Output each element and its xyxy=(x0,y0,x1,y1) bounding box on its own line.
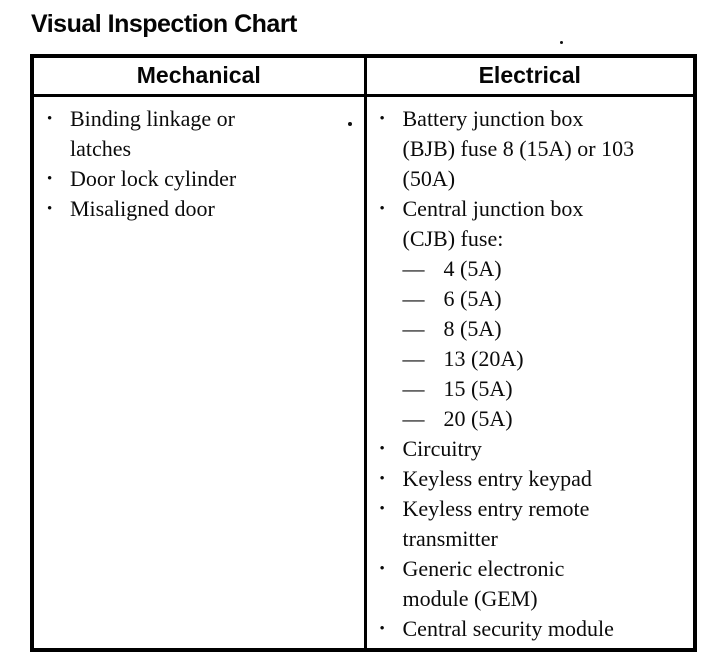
dash-marker: — xyxy=(402,316,425,341)
dash-marker: — xyxy=(402,406,425,431)
bullet-icon: • xyxy=(379,621,385,637)
dash-marker: — xyxy=(402,346,425,371)
dash-marker: — xyxy=(402,286,425,311)
list-item-line: (BJB) fuse 8 (15A) or 103 xyxy=(402,136,635,161)
column-header-mechanical: Mechanical xyxy=(136,62,261,88)
bullet-icon: • xyxy=(47,171,53,187)
list-item-line: Generic electronic xyxy=(402,556,565,581)
list-item: • Keyless entry remote transmitter xyxy=(377,494,690,554)
bullet-icon: • xyxy=(379,501,385,517)
list-item-line: Circuitry xyxy=(402,436,482,461)
table-header-row: Mechanical Electrical xyxy=(34,58,693,97)
list-item-line: Keyless entry remote xyxy=(402,496,590,521)
list-item-line: module (GEM) xyxy=(402,586,538,611)
fuse-sub-item: — 4 (5A) xyxy=(403,254,690,284)
bullet-icon: • xyxy=(379,561,385,577)
list-item: • Circuitry xyxy=(377,434,690,464)
page-title: Visual Inspection Chart xyxy=(31,10,297,38)
bullet-icon: • xyxy=(47,111,53,127)
bullet-icon: • xyxy=(379,111,385,127)
list-item-line: Central junction box xyxy=(402,196,584,221)
list-item-line: Central security module xyxy=(402,616,614,641)
list-item-line: transmitter xyxy=(402,526,498,551)
list-item: • Battery junction box (BJB) fuse 8 (15A… xyxy=(377,104,690,194)
list-item-line: Binding linkage or xyxy=(70,106,235,131)
column-header-electrical: Electrical xyxy=(363,58,694,94)
visual-inspection-table: Mechanical Electrical • Binding linkage … xyxy=(30,54,697,652)
dash-marker: — xyxy=(402,256,425,281)
fuse-sub-item: — 13 (20A) xyxy=(403,344,690,374)
fuse-sub-item-label: 15 (5A) xyxy=(443,376,513,401)
electrical-cell: • Battery junction box (BJB) fuse 8 (15A… xyxy=(363,97,694,648)
fuse-sub-item: — 6 (5A) xyxy=(403,284,690,314)
list-item-line: Misaligned door xyxy=(70,196,215,221)
list-item: • Generic electronic module (GEM) xyxy=(377,554,690,614)
fuse-sub-item-label: 4 (5A) xyxy=(443,256,502,281)
list-item-line: (CJB) fuse: xyxy=(402,226,504,251)
bullet-icon: • xyxy=(47,201,53,217)
list-item-line: (50A) xyxy=(402,166,456,191)
list-item: • Central security module xyxy=(377,614,690,644)
list-item-line: latches xyxy=(70,136,132,161)
fuse-sub-item: — 8 (5A) xyxy=(403,314,690,344)
fuse-sub-item-label: 8 (5A) xyxy=(443,316,502,341)
list-item: • Keyless entry keypad xyxy=(377,464,690,494)
list-item: • Central junction box (CJB) fuse: xyxy=(377,194,690,254)
list-item-line: Battery junction box xyxy=(402,106,584,131)
fuse-sub-item-label: 13 (20A) xyxy=(443,346,524,371)
bullet-icon: • xyxy=(379,201,385,217)
list-item: • Door lock cylinder xyxy=(44,164,360,194)
table-body-row: • Binding linkage or latches • Door lock… xyxy=(34,97,693,648)
list-item-line: Keyless entry keypad xyxy=(402,466,592,491)
fuse-sub-item: — 15 (5A) xyxy=(403,374,690,404)
list-item-line: Door lock cylinder xyxy=(70,166,237,191)
mechanical-cell: • Binding linkage or latches • Door lock… xyxy=(34,97,364,648)
bullet-icon: • xyxy=(379,441,385,457)
bullet-icon: • xyxy=(379,471,385,487)
dash-marker: — xyxy=(402,376,425,401)
list-item: • Misaligned door xyxy=(44,194,360,224)
list-item: • Binding linkage or latches xyxy=(44,104,360,164)
scan-artifact-dot xyxy=(560,41,563,44)
scan-artifact-dot xyxy=(348,122,352,126)
fuse-sub-item-label: 20 (5A) xyxy=(443,406,513,431)
fuse-sub-item-label: 6 (5A) xyxy=(443,286,502,311)
fuse-sub-item: — 20 (5A) xyxy=(403,404,690,434)
